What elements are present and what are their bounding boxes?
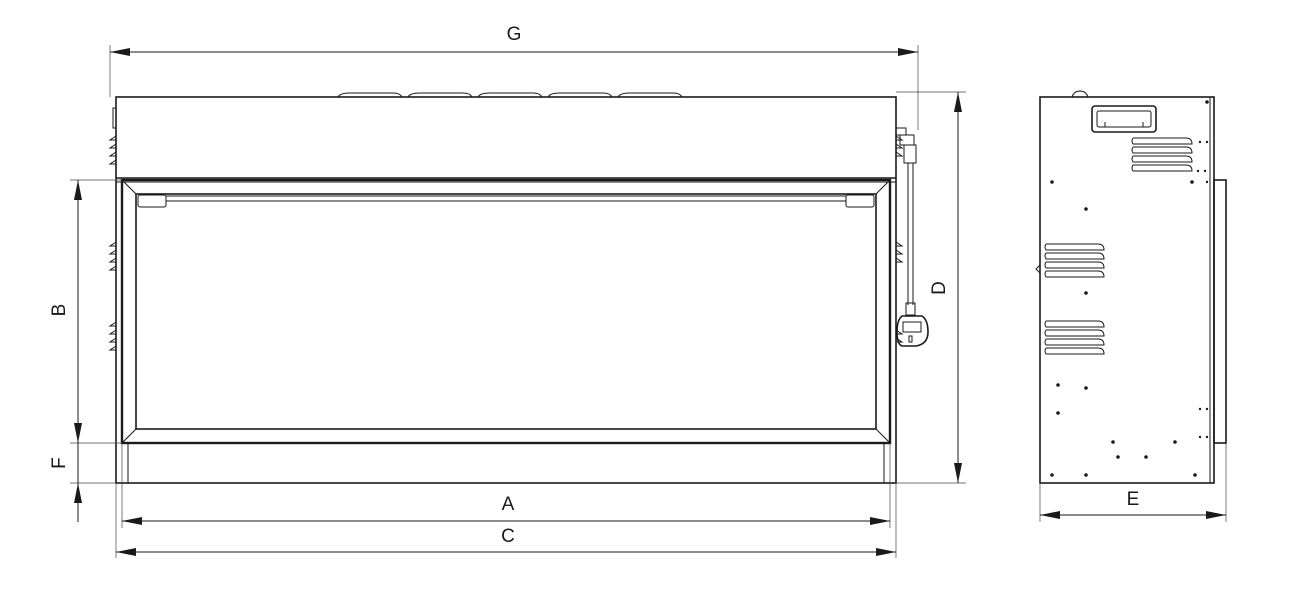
dimension-label-e: E <box>1127 489 1140 510</box>
side-flange <box>1213 179 1227 444</box>
glass-frame-outer <box>120 178 892 445</box>
left-louvres <box>108 107 117 351</box>
dimension-f: F <box>49 443 116 522</box>
power-cable <box>896 127 929 347</box>
dimension-label-d: D <box>929 281 950 295</box>
side-view <box>1035 90 1227 484</box>
fireplace-body <box>115 96 897 484</box>
side-body <box>1039 96 1215 484</box>
side-vents-middle <box>1044 243 1105 278</box>
plug-icon <box>896 315 929 347</box>
dimension-g: G <box>109 24 919 130</box>
dimension-e: E <box>1039 443 1227 522</box>
dimension-a: A <box>121 443 891 528</box>
side-handle <box>1091 105 1157 133</box>
dimension-label-f: F <box>49 457 70 469</box>
dimension-c: C <box>115 483 897 558</box>
left-bracket <box>137 194 167 208</box>
dimension-b: B <box>49 179 122 444</box>
dimension-label-c: C <box>501 526 515 547</box>
side-vents-upper <box>1131 137 1193 172</box>
top-vents <box>337 92 683 98</box>
dimension-label-a: A <box>502 494 515 515</box>
glass-frame-inner <box>135 193 877 430</box>
right-bracket <box>845 194 875 208</box>
front-view <box>108 92 929 484</box>
side-vents-lower <box>1044 320 1105 355</box>
dimension-label-g: G <box>507 24 522 45</box>
dimension-label-b: B <box>49 304 70 317</box>
screw-holes <box>1050 100 1209 477</box>
dimension-d: D <box>896 91 966 484</box>
right-louvres <box>895 135 904 343</box>
